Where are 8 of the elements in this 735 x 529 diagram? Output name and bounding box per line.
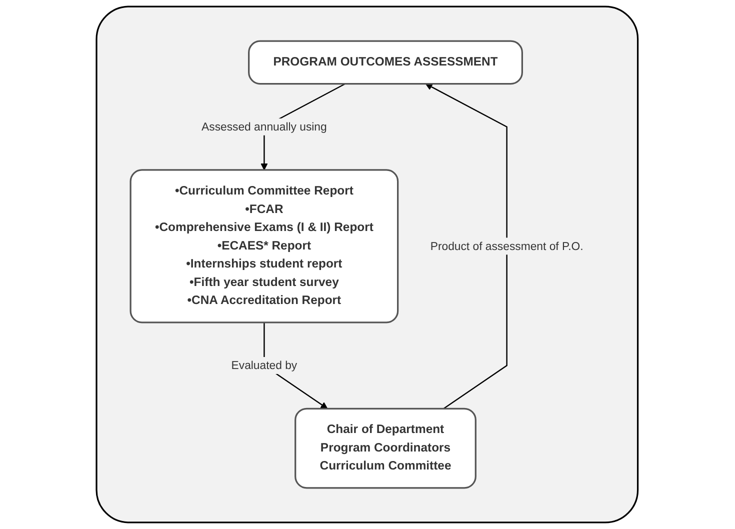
edge-label: Product of assessment of P.O.: [430, 239, 584, 252]
edge-label: Assessed annually using: [202, 120, 328, 133]
arrow: [426, 83, 508, 410]
edge-label: Evaluated by: [232, 358, 298, 372]
node-box: •Curriculum Committee Report •FCAR •Comprehensive Exams (I & II) Report •ECAES* Report •Internships student report •Fifth year student survey •CNA Accreditation Report: [130, 169, 399, 324]
node-box: PROGRAM OUTCOMES ASSESSMENT: [248, 40, 524, 85]
node-box: Chair of Department Program Coordinators Curriculum Committee: [294, 408, 477, 489]
cluster: [96, 6, 639, 524]
